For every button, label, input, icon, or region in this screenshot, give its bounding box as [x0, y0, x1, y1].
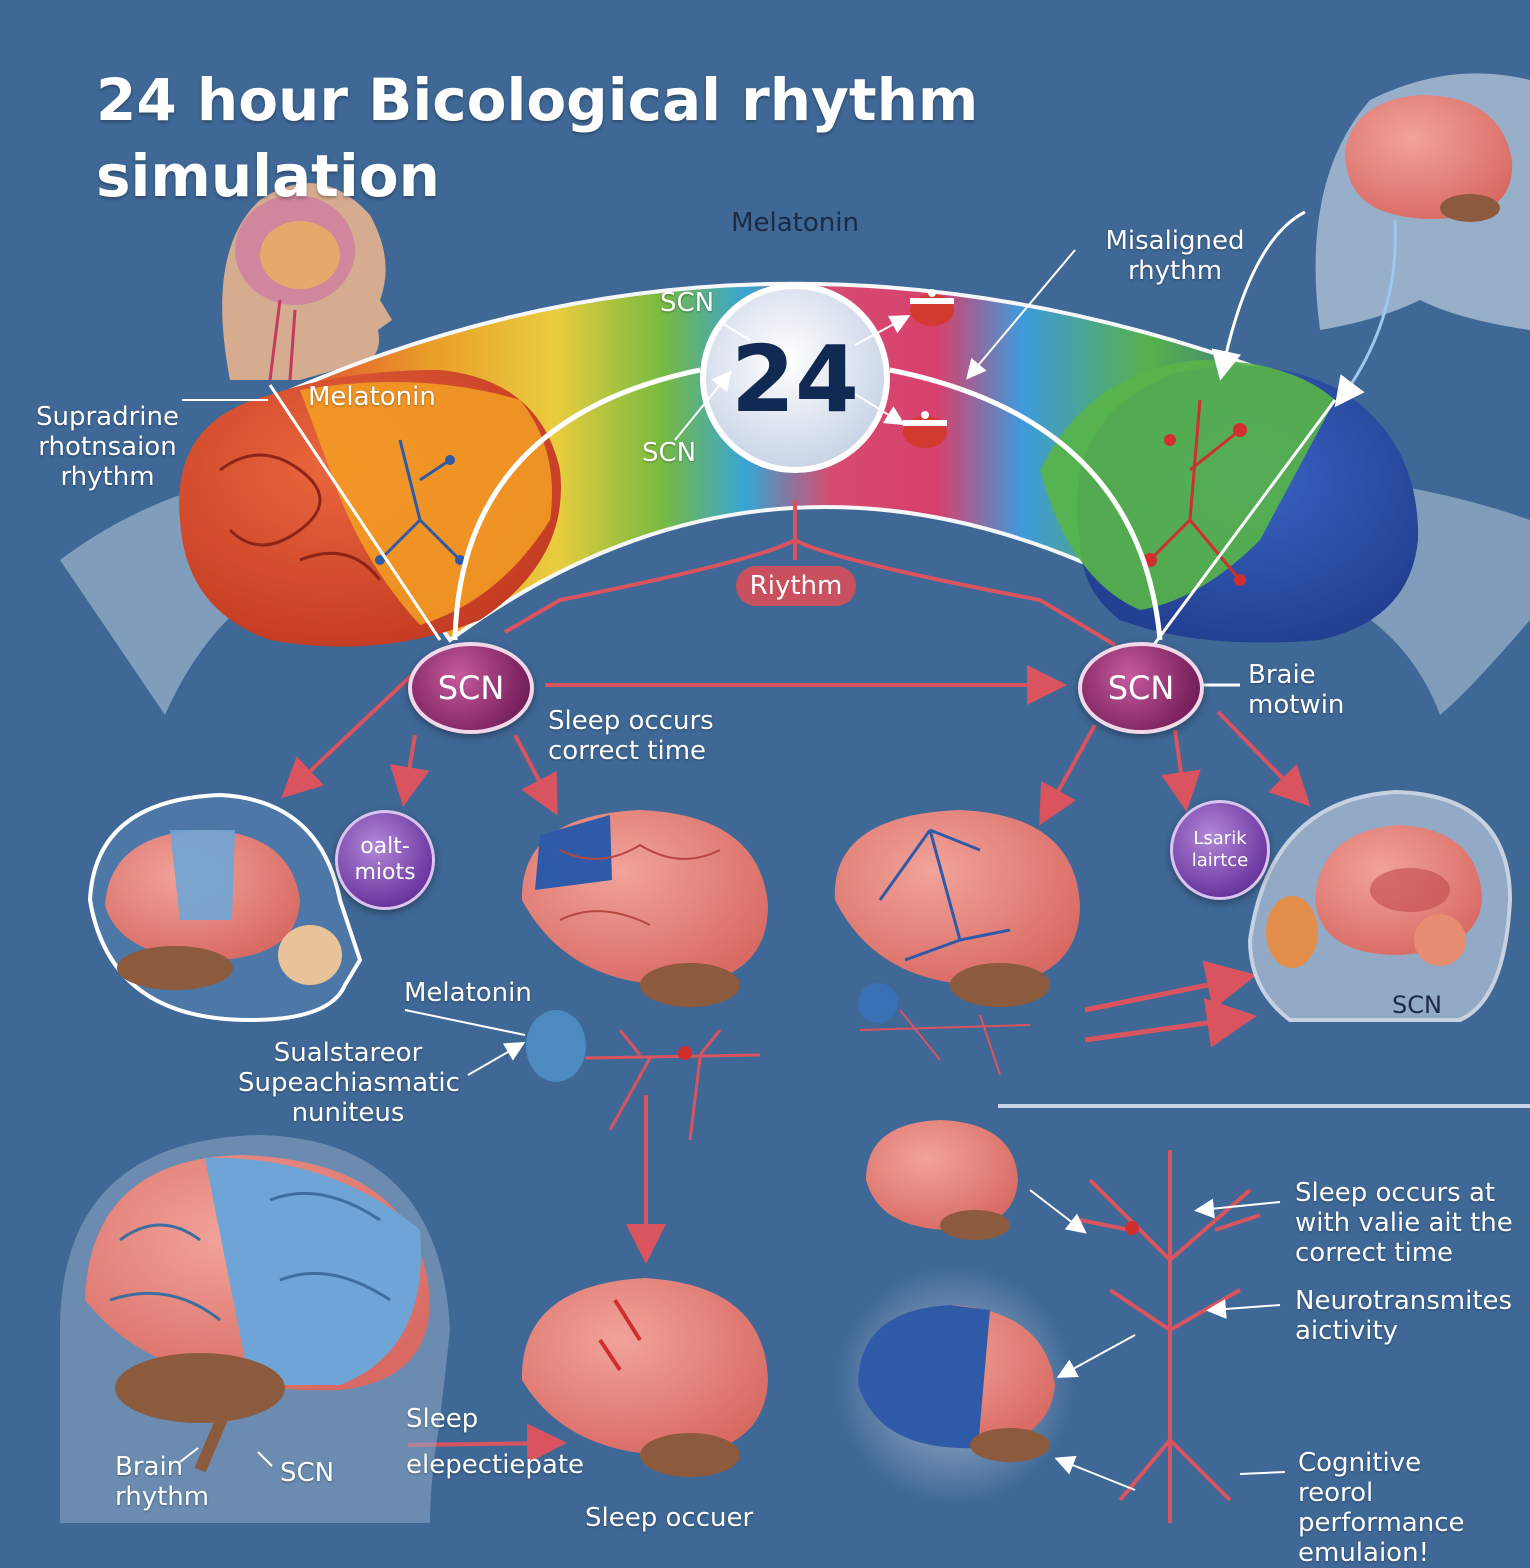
pot-icon-upper [910, 289, 954, 326]
label-sleep-correct-time: Sleep occurs correct time [548, 706, 714, 766]
head-mid-left [87, 792, 363, 1023]
clock-number: 24 [730, 326, 860, 433]
orb-left: oalt- miots [335, 810, 435, 910]
head-bottom-left [60, 1135, 450, 1523]
neuron-tree [1079, 1150, 1261, 1523]
orb-right: Lsarik lairtce [1170, 800, 1270, 900]
label-brain-motwin: Braie motwin [1248, 660, 1345, 720]
brain-split-bottom [858, 1305, 1055, 1462]
head-top-right [1315, 73, 1530, 331]
scn-node-right: SCN [1078, 642, 1204, 734]
label-melatonin-top: Melatonin [731, 208, 859, 238]
label-sleep-occuer: Sleep occuer [585, 1503, 754, 1533]
brain-mid-2 [521, 810, 768, 1007]
pot-icon-lower [903, 411, 947, 448]
brain-left-large [179, 370, 561, 647]
head-mid-right [1247, 789, 1513, 1022]
brain-bottom-mid [521, 1278, 768, 1477]
label-suprachiasmatic: Sualstareor Supeachiasmatic nuniteus [238, 1038, 460, 1128]
rhythm-pill: Riythm [736, 566, 856, 606]
brain-top-right [1345, 95, 1513, 219]
label-supradrine: Supradrine rhotnsaion rhythm [36, 402, 179, 492]
label-misaligned-rhythm: Misaligned rhythm [1105, 226, 1245, 286]
scn-node-left: SCN [408, 642, 534, 734]
label-right-head-scn: SCN [1392, 991, 1442, 1019]
inner-arc-right [889, 367, 1163, 641]
label-sleep-phase: Sleep elepectiepate [406, 1404, 585, 1480]
label-melatonin-left: Melatonin [308, 382, 436, 412]
clock-face [700, 283, 890, 473]
page-title: 24 hour Bicological rhythm simulation [96, 66, 979, 210]
label-brain-rhythm: Brain rhythm [115, 1452, 210, 1512]
brain-mid-3 [834, 810, 1080, 1076]
label-neurotransmites: Neurotransmites aictivity [1295, 1286, 1513, 1346]
label-sleep-occurs-at: Sleep occurs at with valie ait the corre… [1295, 1178, 1513, 1268]
brain-small-top [866, 1120, 1018, 1240]
diagram-graphics [60, 73, 1530, 1523]
inner-arc-left [452, 367, 701, 641]
label-scn-upper: SCN [660, 288, 715, 318]
diagram-canvas: 24 hour Bicological rhythm simulation Me… [36, 66, 1530, 1568]
label-bottom-scn: SCN [280, 1458, 335, 1488]
label-scn-lower: SCN [642, 438, 697, 468]
label-cognitive-performance: Cognitive reorol performance emulaion! [1298, 1448, 1465, 1568]
brain-right-large [1040, 360, 1419, 643]
neuron-mid [526, 1010, 761, 1141]
label-melatonin-mid: Melatonin [404, 978, 532, 1008]
head-top-left [222, 183, 392, 381]
